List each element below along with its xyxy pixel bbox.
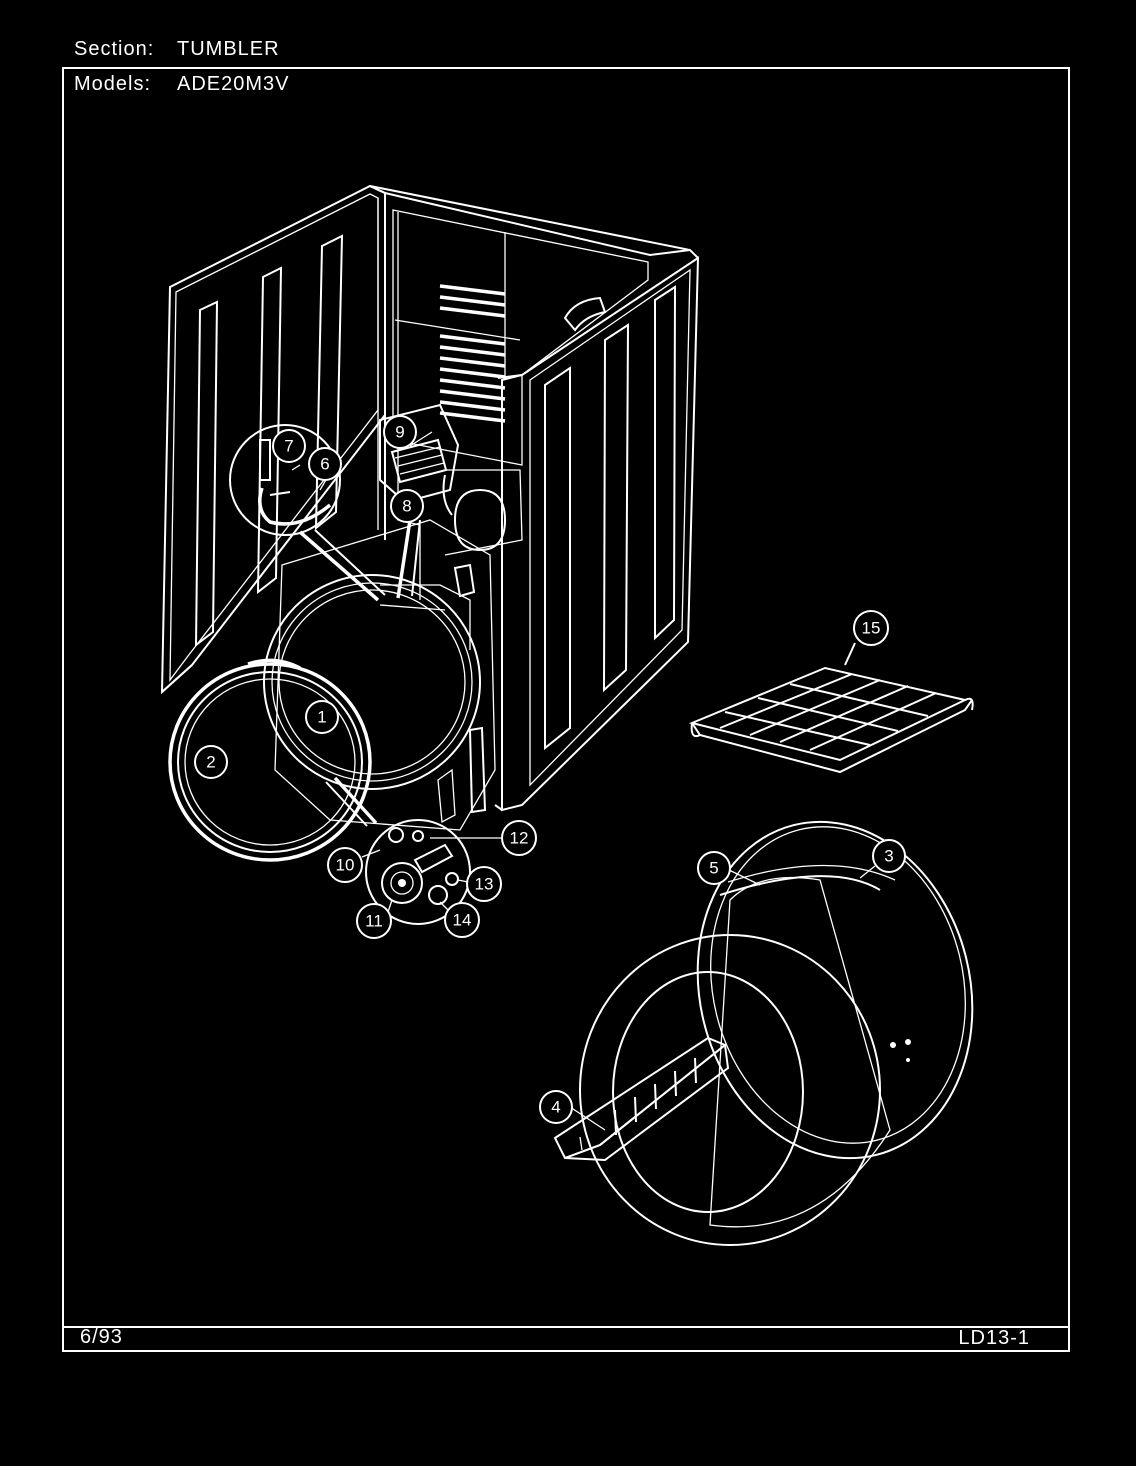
callout-8-label: 8 [402,497,411,516]
footer-page-code: LD13-1 [958,1327,1030,1349]
section-heading: Section: TUMBLER [74,38,280,61]
leader-11 [387,899,393,913]
models-value: ADE20M3V [177,73,290,95]
callout-13-label: 13 [475,875,494,894]
callout-15-label: 15 [862,619,881,638]
section-value: TUMBLER [177,38,280,60]
callout-14-label: 14 [453,911,472,930]
callout-8: 8 [390,489,424,523]
callout-4: 4 [539,1090,573,1124]
callout-7: 7 [272,429,306,463]
sensor-inset [379,403,460,599]
callout-2: 2 [194,745,228,779]
callout-4-label: 4 [551,1098,560,1117]
models-heading: Models: ADE20M3V [74,73,290,96]
leader-14 [439,901,449,911]
callout-12: 12 [501,820,537,856]
leader-10 [361,849,381,858]
callout-11-label: 11 [365,912,383,931]
callout-15: 15 [853,610,889,646]
callout-5: 5 [697,851,731,885]
callout-13: 13 [466,866,502,902]
callout-6-label: 6 [320,455,329,474]
diagram-frame [62,67,1070,1352]
callout-12-label: 12 [510,829,529,848]
callout-9-label: 9 [395,423,404,442]
drum-baffle [553,1036,730,1162]
leader-4 [569,1106,606,1131]
callout-5-label: 5 [709,859,718,878]
tumbler-drum [579,820,974,1246]
callout-7-label: 7 [284,437,293,456]
callout-1: 1 [305,700,339,734]
leader-5 [726,868,761,886]
models-label: Models: [74,73,152,95]
leader-9 [409,431,433,447]
callout-6: 6 [308,447,342,481]
callout-14: 14 [444,902,480,938]
terminal-block-inset [229,424,386,602]
callout-9: 9 [383,415,417,449]
dryer-cabinet [160,184,700,831]
callout-1-label: 1 [317,708,326,727]
front-bulkhead-ring [168,658,372,862]
callout-3: 3 [872,839,906,873]
leader-7 [291,464,301,471]
drying-rack [688,642,974,774]
leader-3 [859,865,876,879]
section-label: Section: [74,38,155,60]
idler-detail-inset [325,776,471,925]
callout-3-label: 3 [884,847,893,866]
callout-11: 11 [356,903,392,939]
callout-10: 10 [327,847,363,883]
footer-date: 6/93 [80,1326,123,1348]
callout-10-label: 10 [336,856,355,875]
callout-2-label: 2 [206,753,215,772]
